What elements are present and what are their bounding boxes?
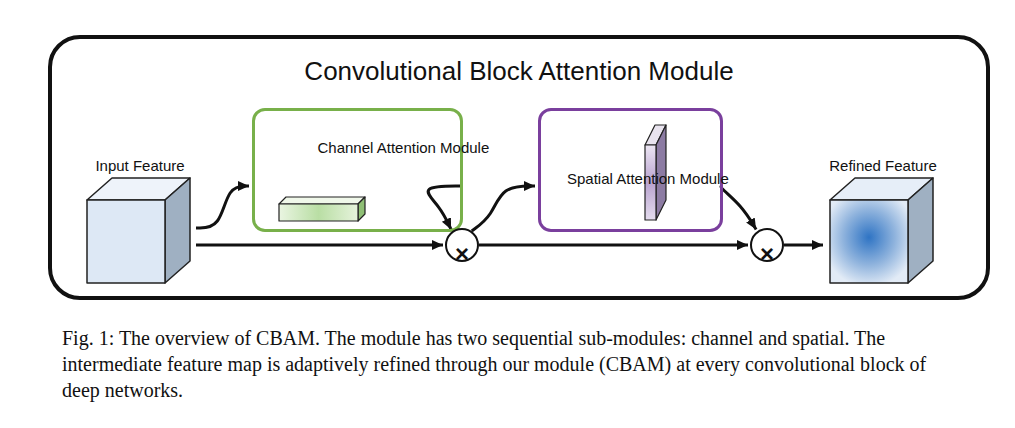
arrow-connector (196, 186, 249, 228)
arrow-connector (479, 244, 748, 247)
multiply-node: × (445, 228, 479, 262)
attention-box: Channel Attention Module (252, 108, 463, 232)
arrow-connector (784, 244, 823, 247)
attention-box: Spatial Attention Module (538, 108, 723, 232)
operator-symbol: × (455, 225, 469, 266)
figure-caption: Fig. 1: The overview of CBAM. The module… (62, 325, 962, 403)
node-label: Spatial Attention Module (567, 150, 647, 190)
arrow-connector (721, 186, 756, 229)
feature-map: Refined Feature (827, 140, 939, 286)
node-label: Channel Attention Module (318, 119, 398, 159)
multiply-node: × (750, 228, 784, 262)
channel-attention-map (279, 197, 365, 221)
spatial-attention-map (645, 125, 666, 220)
arrow-connector (472, 186, 535, 231)
module-frame: Input Feature Channel Attention Module × Sp… (48, 35, 990, 300)
feature-map: Input Feature (84, 140, 196, 286)
arrow-connector (196, 244, 443, 247)
operator-symbol: × (760, 225, 774, 266)
input-cube (87, 178, 190, 283)
node-label: Input Feature (84, 140, 196, 174)
diagram-title: Convolutional Block Attention Module (52, 39, 986, 87)
refined-cube (830, 178, 933, 283)
node-label: Refined Feature (827, 140, 939, 174)
arrow-connector (428, 186, 463, 229)
